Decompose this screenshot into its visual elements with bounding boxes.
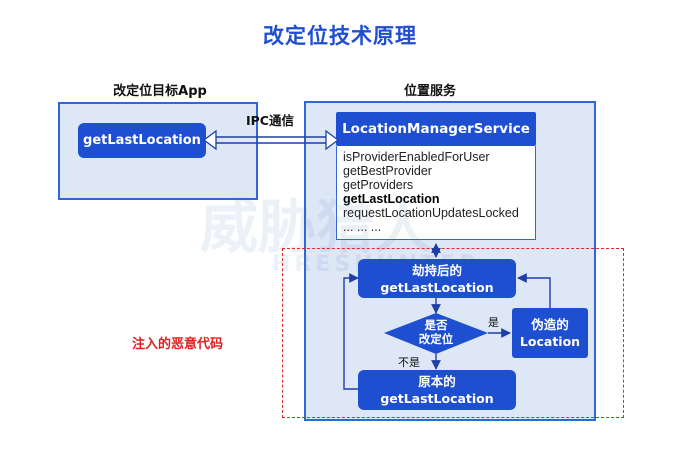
ipc-double-arrow [202,129,340,151]
original-to-hijacked-arrow [343,273,359,390]
method-item-ellipsis: ... ... ... [343,220,382,234]
injected-code-label: 注入的恶意代码 [132,337,224,352]
location-manager-service-header: LocationManagerService [336,112,536,146]
service-method-list: isProviderEnabledForUser getBestProvider… [336,146,536,240]
right-panel-label: 位置服务 [403,84,456,99]
method-item: requestLocationUpdatesLocked [343,206,519,220]
fake-to-hijacked-arrow [517,273,551,308]
injected-code-region [282,248,624,418]
ipc-label: IPC通信 [246,113,294,128]
method-item: getBestProvider [343,164,432,178]
no-label: 不是 [398,356,420,369]
target-app-getlastlocation: getLastLocation [78,123,206,158]
original-getlastlocation-box: 原本的 getLastLocation [358,370,516,410]
yes-label: 是 [488,316,499,329]
decision-diamond [384,313,488,354]
fake-location-box: 伪造的 Location [512,308,588,358]
diagram-title: 改定位技术原理 [263,24,417,48]
method-item: isProviderEnabledForUser [343,150,490,164]
watermark-text: 威胁猎人 [200,193,433,261]
method-item: getProviders [343,178,414,192]
decision-label: 是否 改定位 [418,318,454,346]
left-panel-label: 改定位目标App [113,84,207,99]
method-item-highlighted: getLastLocation [343,192,440,206]
hijacked-getlastlocation-box: 劫持后的 getLastLocation [358,259,516,298]
